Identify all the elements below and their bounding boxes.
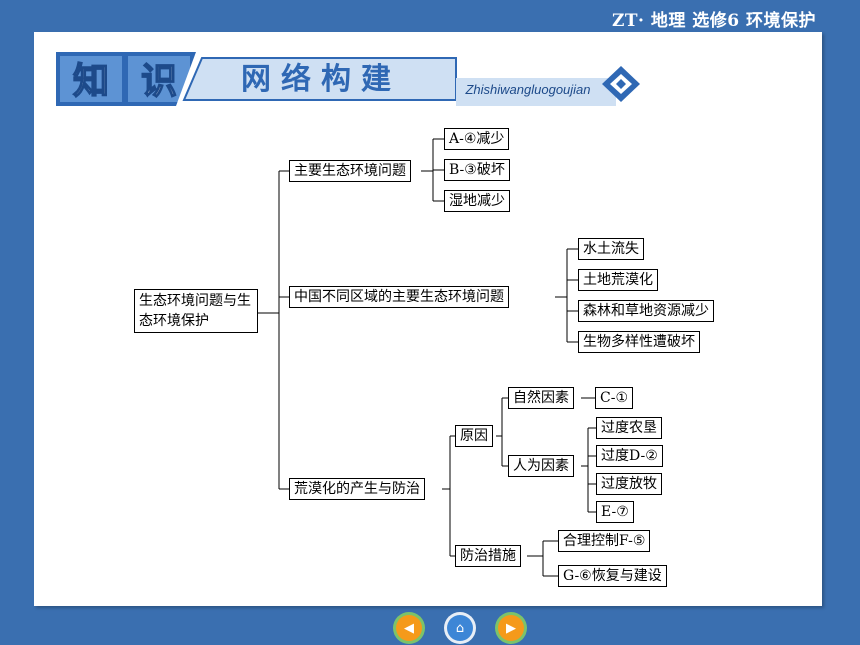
item-over-d2: 过度D-② [596,445,663,467]
item-c1: C-① [595,387,633,409]
next-button[interactable]: ▶ [498,615,524,641]
home-icon: ⌂ [455,620,465,636]
arrow-left-icon: ◀ [404,620,414,636]
item-wetland-reduce: 湿地减少 [444,190,510,212]
item-a4-reduce: A-④减少 [444,128,510,150]
item-control-f5: 合理控制F-⑤ [558,530,651,552]
banner-title: 网络构建 [241,62,401,97]
banner-char-zhi: 知 [73,61,109,102]
diamond-logo-icon [602,66,640,102]
banner-pinyin: Zhishiwangluogoujian [464,82,590,97]
branch-desertification: 荒漠化的产生与防治 [289,478,425,500]
item-e7: E-⑦ [596,501,634,523]
root-node: 生态环境问题与生态环境保护 [134,289,258,333]
item-over-grazing: 过度放牧 [596,473,662,495]
node-measures: 防治措施 [455,545,521,567]
node-cause: 原因 [455,425,493,447]
item-b3-damage: B-③破坏 [444,159,510,181]
header-title: ZT· 地理 选修6 环境保护 [611,11,816,31]
node-human-factors: 人为因素 [508,455,574,477]
item-soil-erosion: 水土流失 [578,238,644,260]
home-button[interactable]: ⌂ [447,615,473,641]
item-g6-restore: G-⑥恢复与建设 [558,565,667,587]
item-over-cultivation: 过度农垦 [596,417,662,439]
section-banner: 知 识 网络构建 Zhishiwangluogoujian [56,52,640,106]
item-forest-grass-reduce: 森林和草地资源减少 [578,300,714,322]
branch-regional-problems: 中国不同区域的主要生态环境问题 [289,286,509,308]
node-natural-factors: 自然因素 [508,387,574,409]
item-desertification: 土地荒漠化 [578,269,658,291]
arrow-right-icon: ▶ [506,620,516,636]
banner-char-shi: 识 [141,61,177,102]
prev-button[interactable]: ◀ [396,615,422,641]
branch-main-problems: 主要生态环境问题 [289,160,411,182]
item-biodiversity-damage: 生物多样性遭破坏 [578,331,700,353]
